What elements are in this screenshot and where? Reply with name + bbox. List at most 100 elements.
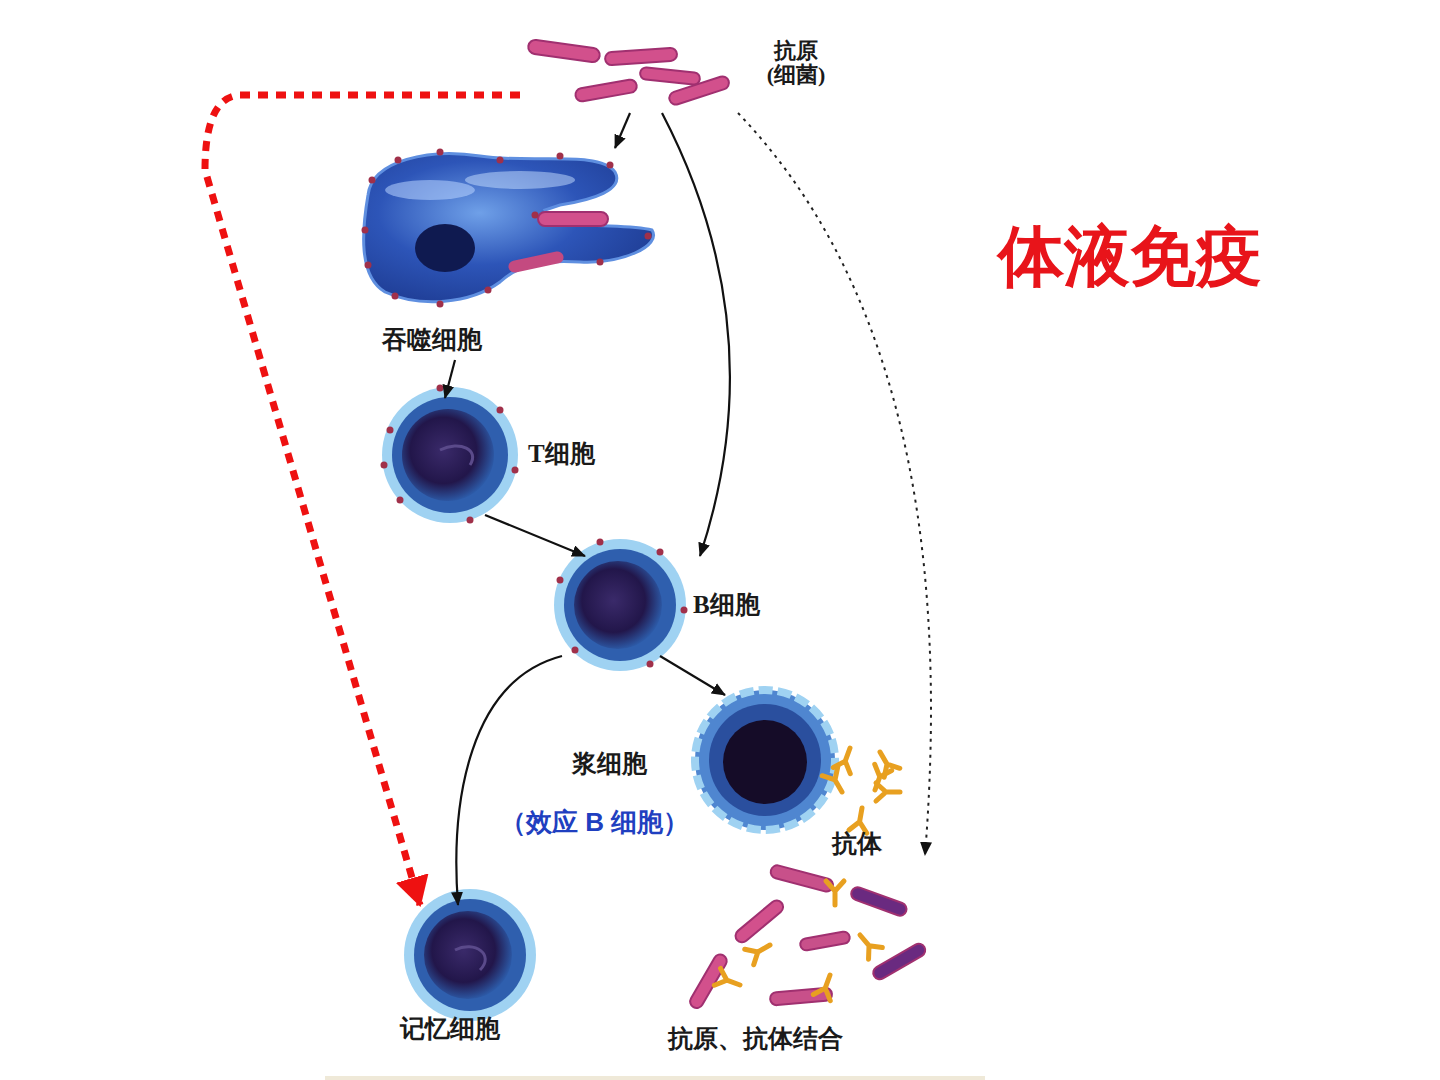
flow-arrow bbox=[662, 113, 730, 556]
phagocyte-part-part bbox=[645, 233, 652, 240]
cell-label: B细胞 bbox=[693, 591, 760, 619]
bacteria-part bbox=[668, 75, 731, 107]
b-cell-part-part bbox=[597, 539, 604, 546]
antibody-part bbox=[876, 783, 900, 801]
cell-alias: （效应 B 细胞） bbox=[500, 805, 689, 840]
antibody-part bbox=[849, 806, 871, 833]
b-cell-part bbox=[564, 549, 676, 661]
bacteria-part bbox=[605, 48, 678, 66]
b-cell-part-part bbox=[572, 647, 579, 654]
flow-arrow bbox=[456, 656, 562, 905]
memory-cell-part bbox=[455, 947, 485, 970]
t-cell bbox=[381, 385, 519, 524]
antibody-part bbox=[822, 767, 850, 797]
memory-cell bbox=[404, 889, 536, 1021]
cell-node: 抗原、抗体结合 bbox=[660, 855, 940, 1060]
flow-arrow bbox=[660, 656, 725, 695]
cell-node: 抗原 (细菌) bbox=[520, 35, 865, 113]
phagocyte-part bbox=[415, 224, 475, 272]
antigen-antibody-complex-part-part bbox=[799, 931, 850, 952]
cell-node: 记忆细胞 bbox=[395, 905, 560, 1050]
bacteria-part bbox=[640, 67, 701, 85]
memory-cell-part bbox=[404, 889, 536, 1021]
phagocyte-part bbox=[385, 180, 475, 200]
cell-label: T细胞 bbox=[528, 440, 595, 468]
phagocyte-part-part bbox=[437, 301, 444, 308]
b-cell-part bbox=[554, 539, 686, 671]
cell-label: 记忆细胞 bbox=[400, 1015, 500, 1043]
memory-cell-part bbox=[414, 899, 526, 1011]
antigen-antibody-complex-part-part bbox=[745, 937, 775, 965]
result-label: 抗原、抗体结合 bbox=[668, 1025, 843, 1053]
bacteria-part bbox=[574, 79, 637, 103]
diagram-title: 体液免疫 bbox=[998, 212, 1262, 302]
flow-arrow bbox=[485, 515, 585, 556]
antigen-label: 抗原 (细菌) bbox=[752, 39, 840, 87]
phagocyte-part bbox=[465, 171, 575, 189]
antigen-antibody-complex-part bbox=[714, 881, 882, 1001]
antibody bbox=[822, 745, 900, 833]
phagocyte-part-part bbox=[392, 293, 399, 300]
b-cell-part bbox=[574, 561, 662, 649]
t-cell-part bbox=[382, 387, 518, 523]
plasma-cell-part bbox=[723, 720, 807, 804]
phagocyte-part-part bbox=[362, 227, 369, 234]
b-cell-part-part bbox=[657, 549, 664, 556]
plasma-cell-part bbox=[709, 704, 821, 816]
antigen-antibody-complex-part-part bbox=[853, 929, 882, 959]
part-label: 抗体 bbox=[832, 830, 882, 858]
bacteria bbox=[527, 39, 730, 106]
flow-arrow bbox=[445, 360, 455, 398]
b-cell-part-part bbox=[557, 577, 564, 584]
t-cell-part-part bbox=[512, 467, 519, 474]
phagocyte-part-part bbox=[369, 177, 376, 184]
memory-cell-part bbox=[424, 911, 512, 999]
cell-label: 吞噬细胞 bbox=[382, 326, 482, 354]
phagocyte bbox=[362, 149, 654, 308]
flow-arrow bbox=[615, 113, 630, 148]
antigen-antibody-complex-part-part bbox=[769, 864, 834, 893]
t-cell-part-part bbox=[387, 427, 394, 434]
phagocyte-part bbox=[538, 212, 608, 226]
phagocyte-part bbox=[362, 149, 652, 308]
antigen-antibody-complex-part-part bbox=[733, 898, 786, 945]
antigen-antibody-complex-part bbox=[688, 864, 928, 1011]
phagocyte-part-part bbox=[485, 287, 492, 294]
b-cell bbox=[554, 539, 688, 672]
phagocyte-part-part bbox=[395, 157, 402, 164]
plasma-cell-part bbox=[695, 690, 835, 830]
dashed-arrow bbox=[205, 95, 520, 905]
phagocyte-part-part bbox=[437, 149, 444, 156]
t-cell-part bbox=[402, 409, 494, 501]
phagocyte-part-part bbox=[365, 262, 372, 269]
antigen-antibody-complex-part-part bbox=[826, 881, 844, 905]
phagocyte-part-part bbox=[532, 212, 539, 219]
t-cell-part-part bbox=[437, 385, 444, 392]
antigen-antibody-complex-part-part bbox=[714, 968, 743, 993]
plasma-cell bbox=[695, 690, 835, 830]
t-cell-part bbox=[392, 397, 508, 513]
phagocyte-part bbox=[364, 154, 654, 302]
t-cell-part-part bbox=[381, 462, 388, 469]
phagocyte-part bbox=[507, 250, 564, 273]
antigen-antibody-complex bbox=[688, 864, 928, 1011]
t-cell-part-part bbox=[497, 407, 504, 414]
b-cell-part-part bbox=[681, 607, 688, 614]
cell-label: 浆细胞 bbox=[572, 750, 647, 778]
phagocyte-part-part bbox=[557, 153, 564, 160]
phagocyte-part-part bbox=[497, 157, 504, 164]
cell-node: 吞噬细胞 bbox=[355, 148, 665, 360]
t-cell-part-part bbox=[397, 497, 404, 504]
phagocyte-part-part bbox=[607, 162, 614, 169]
dotted-arrow bbox=[738, 113, 931, 855]
t-cell-part bbox=[381, 385, 519, 524]
cell-node: B细胞 bbox=[548, 556, 810, 656]
bottom-rule bbox=[325, 1076, 985, 1080]
bacteria-part bbox=[527, 39, 600, 63]
antigen-antibody-complex-part-part bbox=[813, 972, 838, 1001]
b-cell-part-part bbox=[647, 661, 654, 668]
b-cell-part bbox=[557, 539, 688, 668]
cell-node: T细胞 bbox=[378, 398, 640, 515]
